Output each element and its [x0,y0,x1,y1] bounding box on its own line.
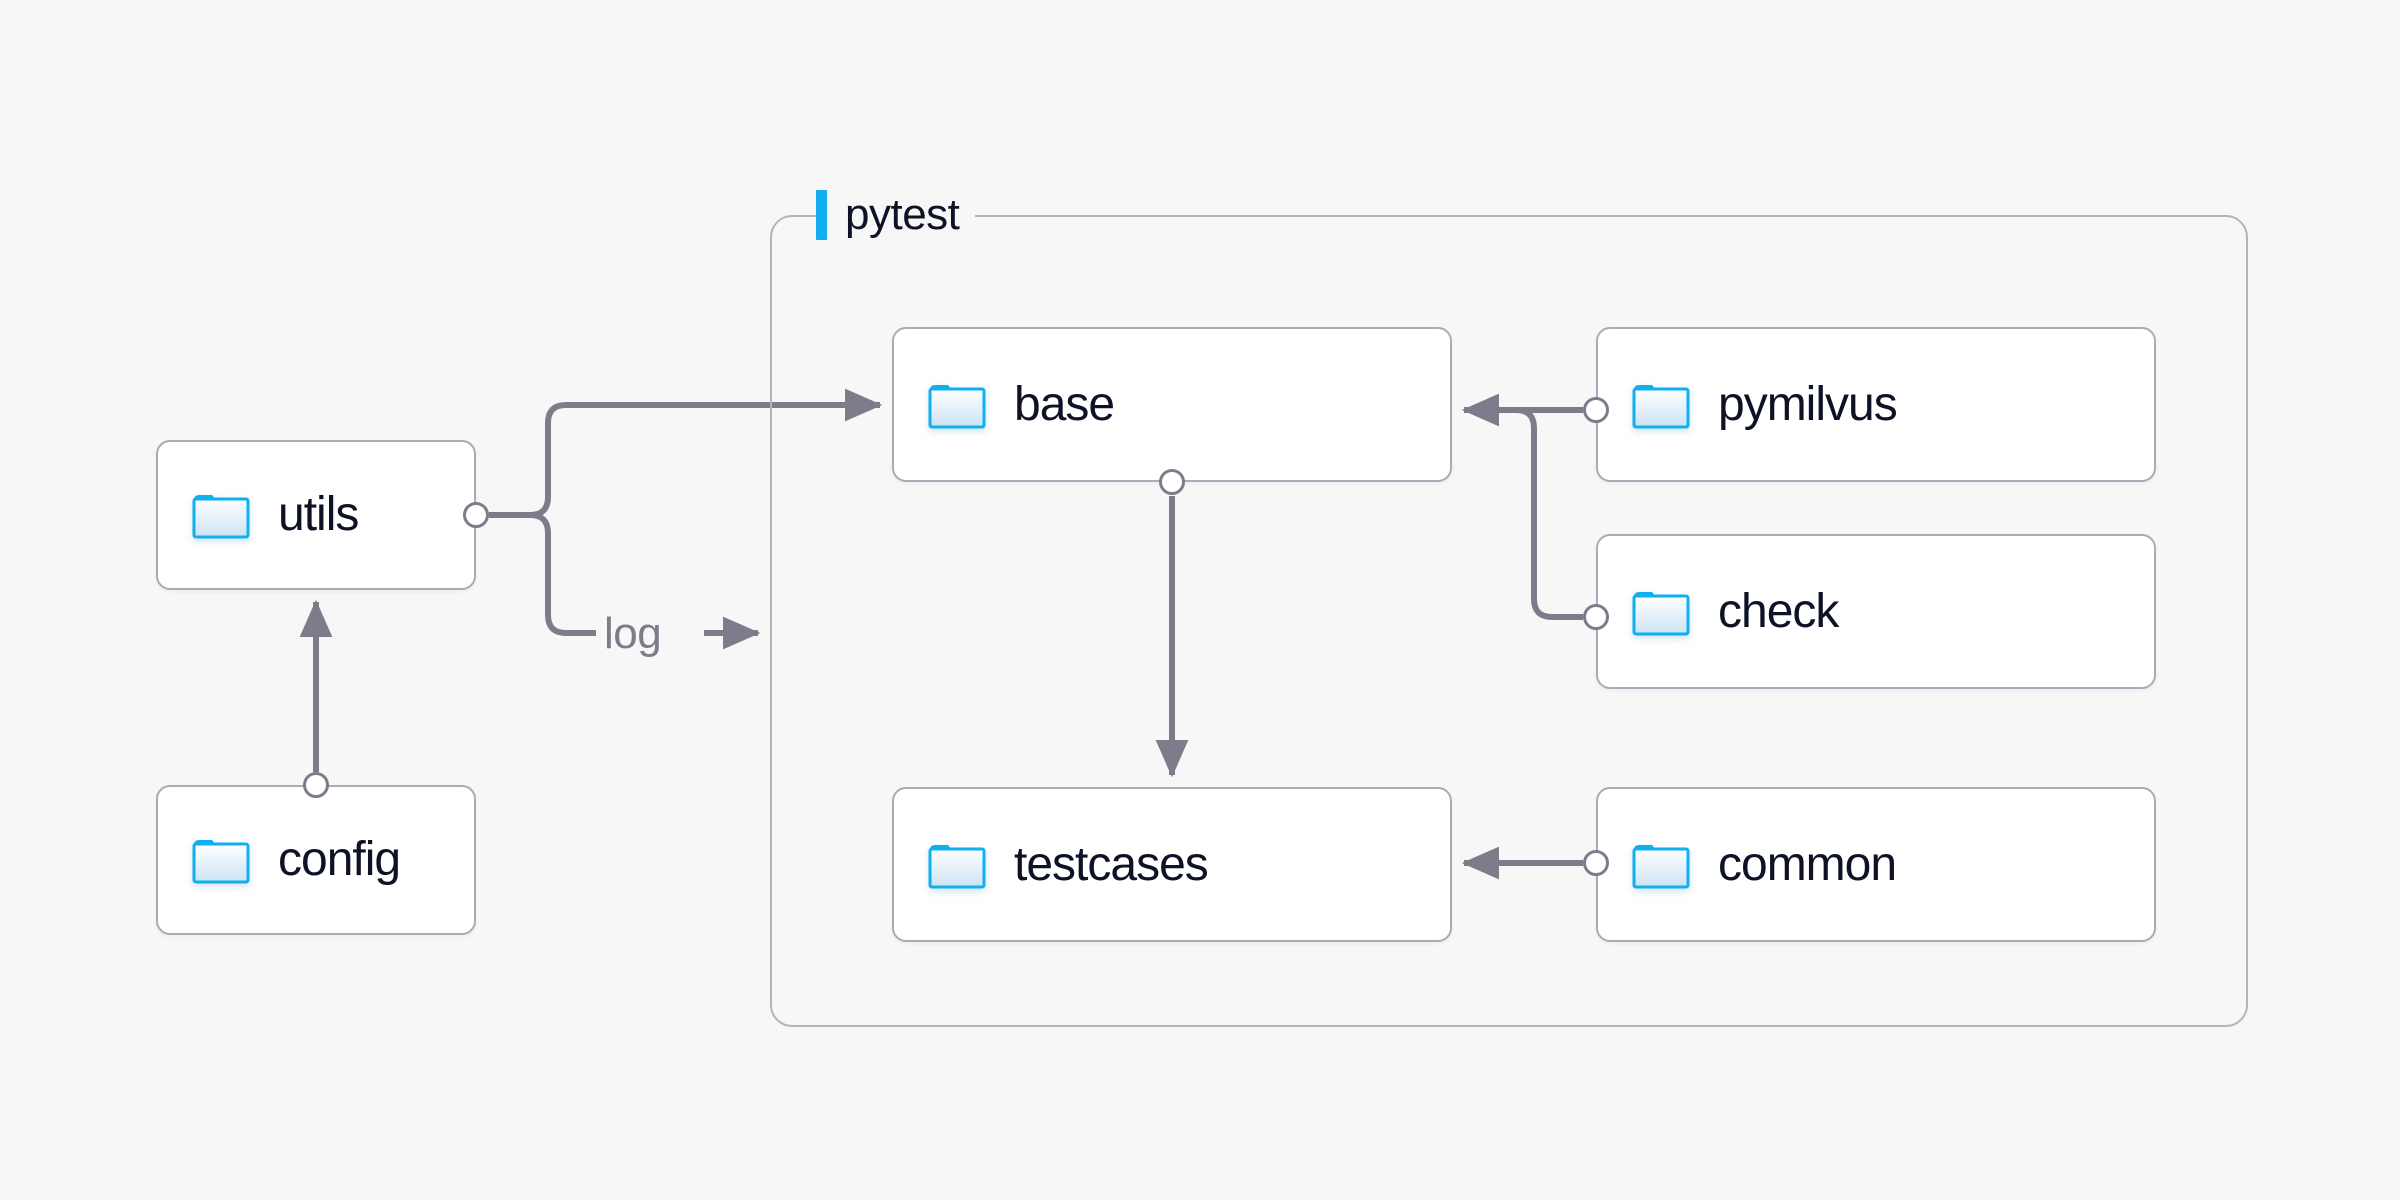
folder-icon [192,491,250,539]
node-common[interactable]: common [1596,787,2156,942]
folder-icon [928,841,986,889]
common-left-port[interactable] [1583,850,1609,876]
base-bottom-port[interactable] [1159,469,1185,495]
node-testcases-label: testcases [1014,837,1209,891]
folder-icon [1632,588,1690,636]
edge-utils-to-log [529,512,596,636]
folder-icon [1632,841,1690,889]
node-base-label: base [1014,377,1115,431]
folder-icon [928,381,986,429]
folder-icon [192,836,250,884]
group-pytest-label-wrap: pytest [816,187,976,243]
utils-right-port[interactable] [463,502,489,528]
config-top-port[interactable] [303,772,329,798]
node-utils[interactable]: utils [156,440,476,590]
node-base[interactable]: base [892,327,1452,482]
node-utils-label: utils [278,488,359,541]
node-pymilvus-label: pymilvus [1718,377,1898,431]
check-left-port[interactable] [1583,604,1609,630]
group-pytest[interactable] [770,215,2248,1027]
node-check-label: check [1718,584,1839,638]
accent-bar-icon [816,190,827,240]
node-pymilvus[interactable]: pymilvus [1596,327,2156,482]
edge-label-log: log [604,609,662,658]
folder-icon [1632,381,1690,429]
node-config[interactable]: config [156,785,476,935]
node-testcases[interactable]: testcases [892,787,1452,942]
node-config-label: config [278,833,401,886]
node-check[interactable]: check [1596,534,2156,689]
pymilvus-left-port[interactable] [1583,397,1609,423]
group-pytest-label: pytest [845,190,960,239]
node-common-label: common [1718,837,1897,891]
